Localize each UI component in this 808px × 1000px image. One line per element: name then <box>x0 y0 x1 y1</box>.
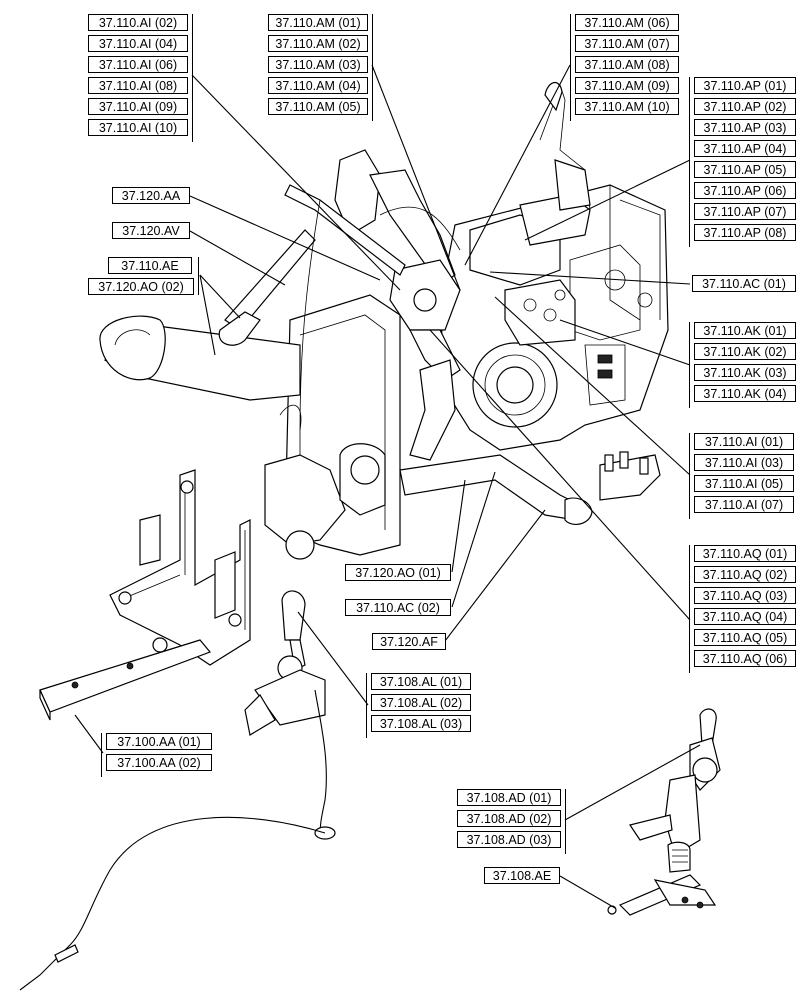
rear-housing-drawing <box>439 82 669 451</box>
part-label-110-ac-02[interactable]: 37.110.AC (02) <box>345 599 451 616</box>
part-label[interactable]: 37.110.AK (03) <box>694 364 796 381</box>
part-label[interactable]: 37.108.AL (02) <box>371 694 471 711</box>
part-label[interactable]: 37.108.AD (02) <box>457 810 561 827</box>
part-label[interactable]: 37.110.AI (05) <box>694 475 794 492</box>
part-label[interactable]: 37.110.AQ (01) <box>694 545 796 562</box>
part-label[interactable]: 37.110.AM (07) <box>575 35 679 52</box>
lever-assembly-drawing <box>607 708 721 916</box>
part-label-110-ac-01[interactable]: 37.110.AC (01) <box>692 275 796 292</box>
part-label[interactable]: 37.120.AO (02) <box>88 278 194 295</box>
part-label[interactable]: 37.110.AQ (04) <box>694 608 796 625</box>
part-label[interactable]: 37.100.AA (02) <box>106 754 212 771</box>
part-label-120-av[interactable]: 37.120.AV <box>112 222 190 239</box>
part-label[interactable]: 37.110.AE <box>108 257 192 274</box>
part-label[interactable]: 37.110.AI (02) <box>88 14 188 31</box>
part-label[interactable]: 37.110.AP (02) <box>694 98 796 115</box>
part-label[interactable]: 37.110.AP (05) <box>694 161 796 178</box>
part-label[interactable]: 37.110.AI (01) <box>694 433 794 450</box>
part-label[interactable]: 37.110.AK (02) <box>694 343 796 360</box>
part-label[interactable]: 37.110.AP (06) <box>694 182 796 199</box>
part-label[interactable]: 37.110.AM (01) <box>268 14 368 31</box>
part-label[interactable]: 37.110.AK (04) <box>694 385 796 402</box>
part-label-108-ae[interactable]: 37.108.AE <box>484 867 560 884</box>
part-label[interactable]: 37.110.AQ (06) <box>694 650 796 667</box>
part-label-120-aa[interactable]: 37.120.AA <box>112 187 190 204</box>
part-label[interactable]: 37.110.AP (07) <box>694 203 796 220</box>
part-label[interactable]: 37.110.AI (08) <box>88 77 188 94</box>
part-label[interactable]: 37.108.AL (01) <box>371 673 471 690</box>
lift-frame-drawing <box>99 149 661 560</box>
part-label-120-ao-01[interactable]: 37.120.AO (01) <box>345 564 451 581</box>
part-label[interactable]: 37.110.AI (04) <box>88 35 188 52</box>
label-group-ap: 37.110.AP (01) 37.110.AP (02) 37.110.AP … <box>689 77 798 247</box>
part-label[interactable]: 37.110.AP (08) <box>694 224 796 241</box>
part-label[interactable]: 37.110.AM (05) <box>268 98 368 115</box>
part-label[interactable]: 37.110.AM (06) <box>575 14 679 31</box>
part-label[interactable]: 37.100.AA (01) <box>106 733 212 750</box>
label-group-am-left: 37.110.AM (01) 37.110.AM (02) 37.110.AM … <box>266 14 373 121</box>
part-label[interactable]: 37.110.AI (10) <box>88 119 188 136</box>
part-label[interactable]: 37.108.AD (03) <box>457 831 561 848</box>
part-label[interactable]: 37.110.AM (03) <box>268 56 368 73</box>
part-label[interactable]: 37.110.AI (06) <box>88 56 188 73</box>
label-group-al: 37.108.AL (01) 37.108.AL (02) 37.108.AL … <box>366 673 475 738</box>
part-label[interactable]: 37.110.AP (01) <box>694 77 796 94</box>
part-label[interactable]: 37.110.AP (03) <box>694 119 796 136</box>
part-label[interactable]: 37.110.AM (08) <box>575 56 679 73</box>
label-group-ak: 37.110.AK (01) 37.110.AK (02) 37.110.AK … <box>689 322 798 408</box>
label-group-am-right: 37.110.AM (06) 37.110.AM (07) 37.110.AM … <box>570 14 681 121</box>
drawbar-drawing <box>39 469 251 721</box>
label-group-aq: 37.110.AQ (01) 37.110.AQ (02) 37.110.AQ … <box>689 545 798 673</box>
part-label[interactable]: 37.110.AM (10) <box>575 98 679 115</box>
part-label[interactable]: 37.108.AD (01) <box>457 789 561 806</box>
part-label[interactable]: 37.110.AI (09) <box>88 98 188 115</box>
label-group-ai-right: 37.110.AI (01) 37.110.AI (03) 37.110.AI … <box>689 433 798 519</box>
part-label[interactable]: 37.110.AQ (05) <box>694 629 796 646</box>
label-group-aa: 37.100.AA (01) 37.100.AA (02) <box>101 733 214 777</box>
part-label[interactable]: 37.110.AM (09) <box>575 77 679 94</box>
part-label[interactable]: 37.110.AI (07) <box>694 496 794 513</box>
part-label[interactable]: 37.110.AM (04) <box>268 77 368 94</box>
pedal-cable-drawing <box>19 590 336 991</box>
label-group-ad: 37.108.AD (01) 37.108.AD (02) 37.108.AD … <box>455 789 566 854</box>
part-label[interactable]: 37.110.AM (02) <box>268 35 368 52</box>
leader-lines <box>74 64 701 909</box>
label-group-ai-top: 37.110.AI (02) 37.110.AI (04) 37.110.AI … <box>86 14 193 142</box>
label-group-ae-ao: 37.110.AE 37.120.AO (02) <box>86 257 199 295</box>
part-label[interactable]: 37.110.AK (01) <box>694 322 796 339</box>
part-label[interactable]: 37.108.AL (03) <box>371 715 471 732</box>
part-label[interactable]: 37.110.AQ (03) <box>694 587 796 604</box>
part-label-120-af[interactable]: 37.120.AF <box>372 633 446 650</box>
part-label[interactable]: 37.110.AP (04) <box>694 140 796 157</box>
part-label[interactable]: 37.110.AQ (02) <box>694 566 796 583</box>
part-label[interactable]: 37.110.AI (03) <box>694 454 794 471</box>
